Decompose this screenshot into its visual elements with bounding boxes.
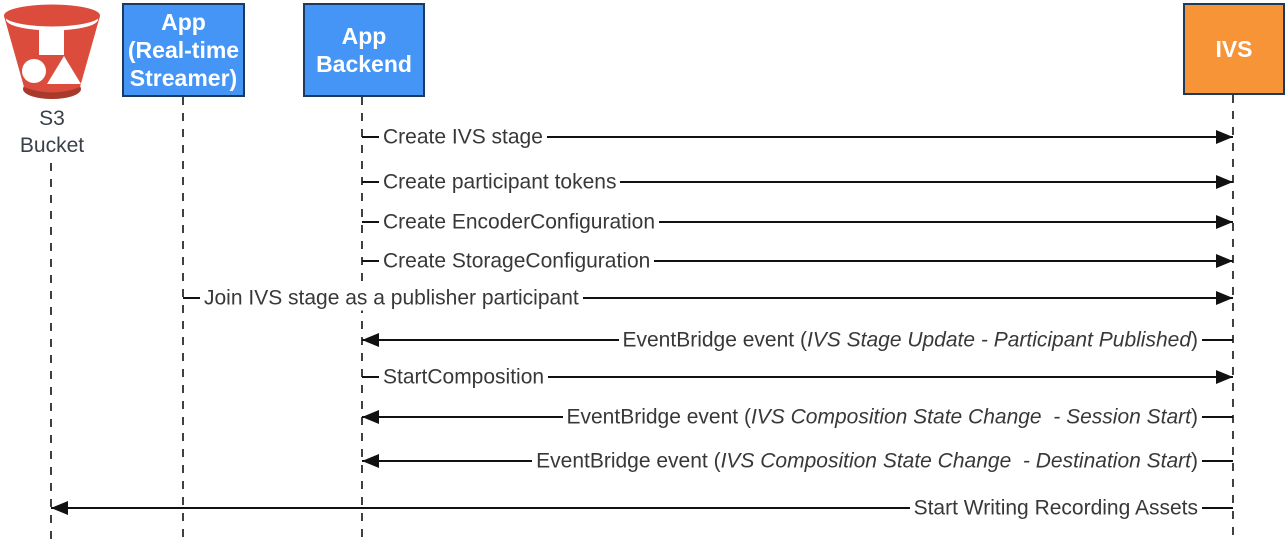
label-italic: IVS Composition State Change - Session S… — [750, 405, 1191, 429]
arrowhead-right-icon — [1216, 254, 1233, 268]
participant-box-ivs: IVS — [1183, 3, 1285, 95]
box-label-line: App — [161, 9, 206, 35]
s3-bucket-icon — [4, 4, 100, 99]
message-label: EventBridge event (IVS Composition State… — [562, 405, 1202, 430]
message-label: Start Writing Recording Assets — [909, 496, 1202, 521]
s3-label-line2: Bucket — [19, 134, 85, 157]
message-label: Create participant tokens — [379, 170, 621, 195]
arrowhead-right-icon — [1216, 291, 1233, 305]
arrowhead-right-icon — [1216, 175, 1233, 189]
label-text: EventBridge event ( — [622, 328, 807, 352]
lifeline-app-backend — [361, 97, 363, 542]
lifeline-app-realtime-streamer — [182, 97, 184, 542]
label-text: EventBridge event ( — [536, 449, 721, 473]
box-label-line: Backend — [316, 51, 412, 77]
message-label: Create IVS stage — [379, 125, 547, 150]
arrow-line — [51, 507, 1233, 509]
label-text: ) — [1191, 405, 1198, 429]
message-label: EventBridge event (IVS Stage Update - Pa… — [618, 328, 1202, 353]
arrowhead-left-icon — [51, 501, 68, 515]
label-text: Create EncoderConfiguration — [383, 210, 655, 234]
arrow-line — [362, 376, 1233, 378]
label-text: ) — [1191, 328, 1198, 352]
message-label: Create StorageConfiguration — [379, 249, 655, 274]
arrow-line — [183, 297, 1233, 299]
label-italic: IVS Composition State Change - Destinati… — [720, 449, 1191, 473]
message-label: EventBridge event (IVS Composition State… — [532, 449, 1202, 474]
message-label: Join IVS stage as a publisher participan… — [200, 286, 583, 311]
label-text: Create IVS stage — [383, 125, 543, 149]
box-label-line: IVS — [1215, 36, 1253, 62]
box-label-line: App — [341, 23, 387, 49]
label-italic: IVS Stage Update - Participant Published — [806, 328, 1191, 352]
label-text: Create StorageConfiguration — [383, 249, 651, 273]
label-text: EventBridge event ( — [566, 405, 751, 429]
label-text: Join IVS stage as a publisher participan… — [204, 286, 579, 310]
lifeline-ivs — [1232, 95, 1234, 542]
arrowhead-right-icon — [1216, 370, 1233, 384]
participant-box-app-backend: App Backend — [303, 3, 425, 97]
arrowhead-left-icon — [362, 333, 379, 347]
label-text: StartComposition — [383, 365, 545, 389]
arrowhead-right-icon — [1216, 130, 1233, 144]
arrow-line — [362, 181, 1233, 183]
label-text: Create participant tokens — [383, 170, 617, 194]
message-label: Create EncoderConfiguration — [379, 210, 659, 235]
label-text: Start Writing Recording Assets — [913, 496, 1198, 520]
participant-box-app-realtime-streamer: App (Real-time Streamer) — [122, 3, 245, 97]
message-label: StartComposition — [379, 365, 549, 390]
lifeline-s3-bucket — [50, 163, 52, 542]
box-label-line: Streamer) — [129, 65, 238, 91]
arrowhead-left-icon — [362, 410, 379, 424]
arrow-line — [362, 136, 1233, 138]
participant-label-s3-bucket: S3 Bucket — [0, 105, 104, 159]
arrow-line — [362, 260, 1233, 262]
s3-label-line1: S3 — [39, 107, 65, 130]
arrowhead-left-icon — [362, 454, 379, 468]
arrowhead-right-icon — [1216, 215, 1233, 229]
box-label-line: (Real-time — [127, 37, 240, 63]
arrow-line — [362, 221, 1233, 223]
label-text: ) — [1191, 449, 1198, 473]
